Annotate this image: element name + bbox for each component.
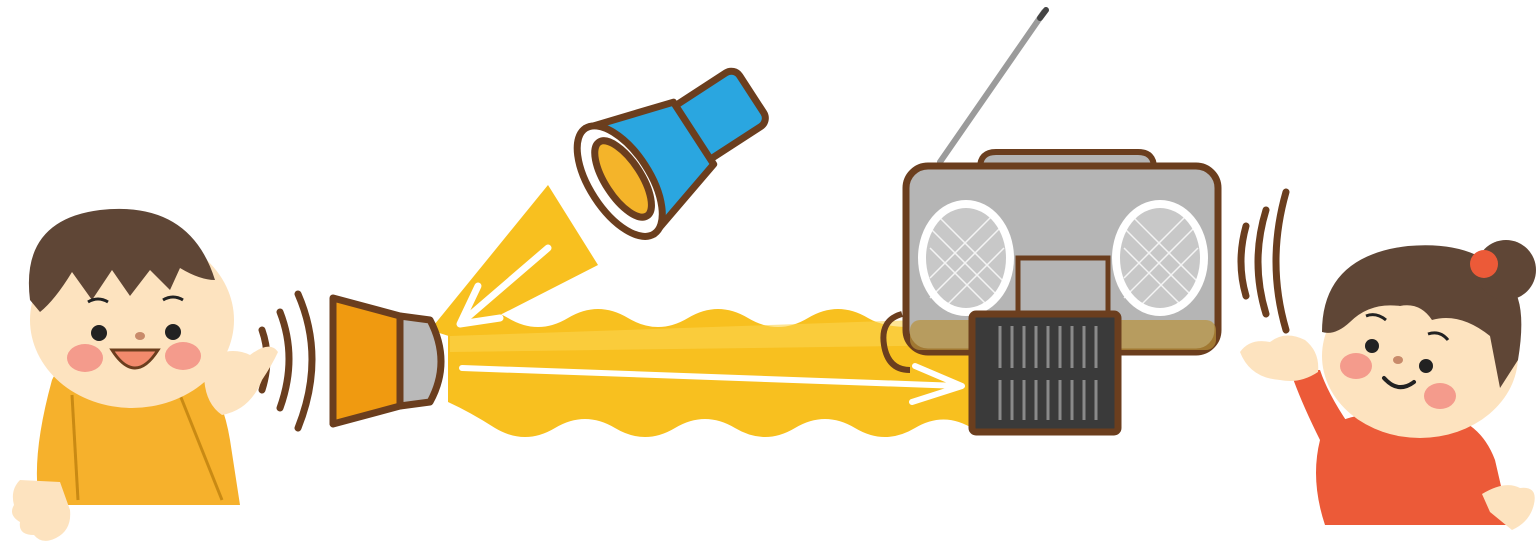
flashlight-icon	[560, 42, 786, 250]
speaker-left-icon	[918, 200, 1014, 316]
hair-bow-icon	[1470, 250, 1498, 278]
megaphone-icon	[333, 298, 441, 424]
light-beam-flashlight	[430, 185, 598, 338]
girl-character-icon	[1240, 240, 1536, 530]
speaker-right-icon	[1112, 200, 1208, 316]
sound-waves-right-icon	[1241, 192, 1286, 330]
solar-panel-icon	[972, 314, 1118, 432]
antenna-icon	[940, 12, 1044, 162]
boy-character-icon	[12, 209, 278, 541]
